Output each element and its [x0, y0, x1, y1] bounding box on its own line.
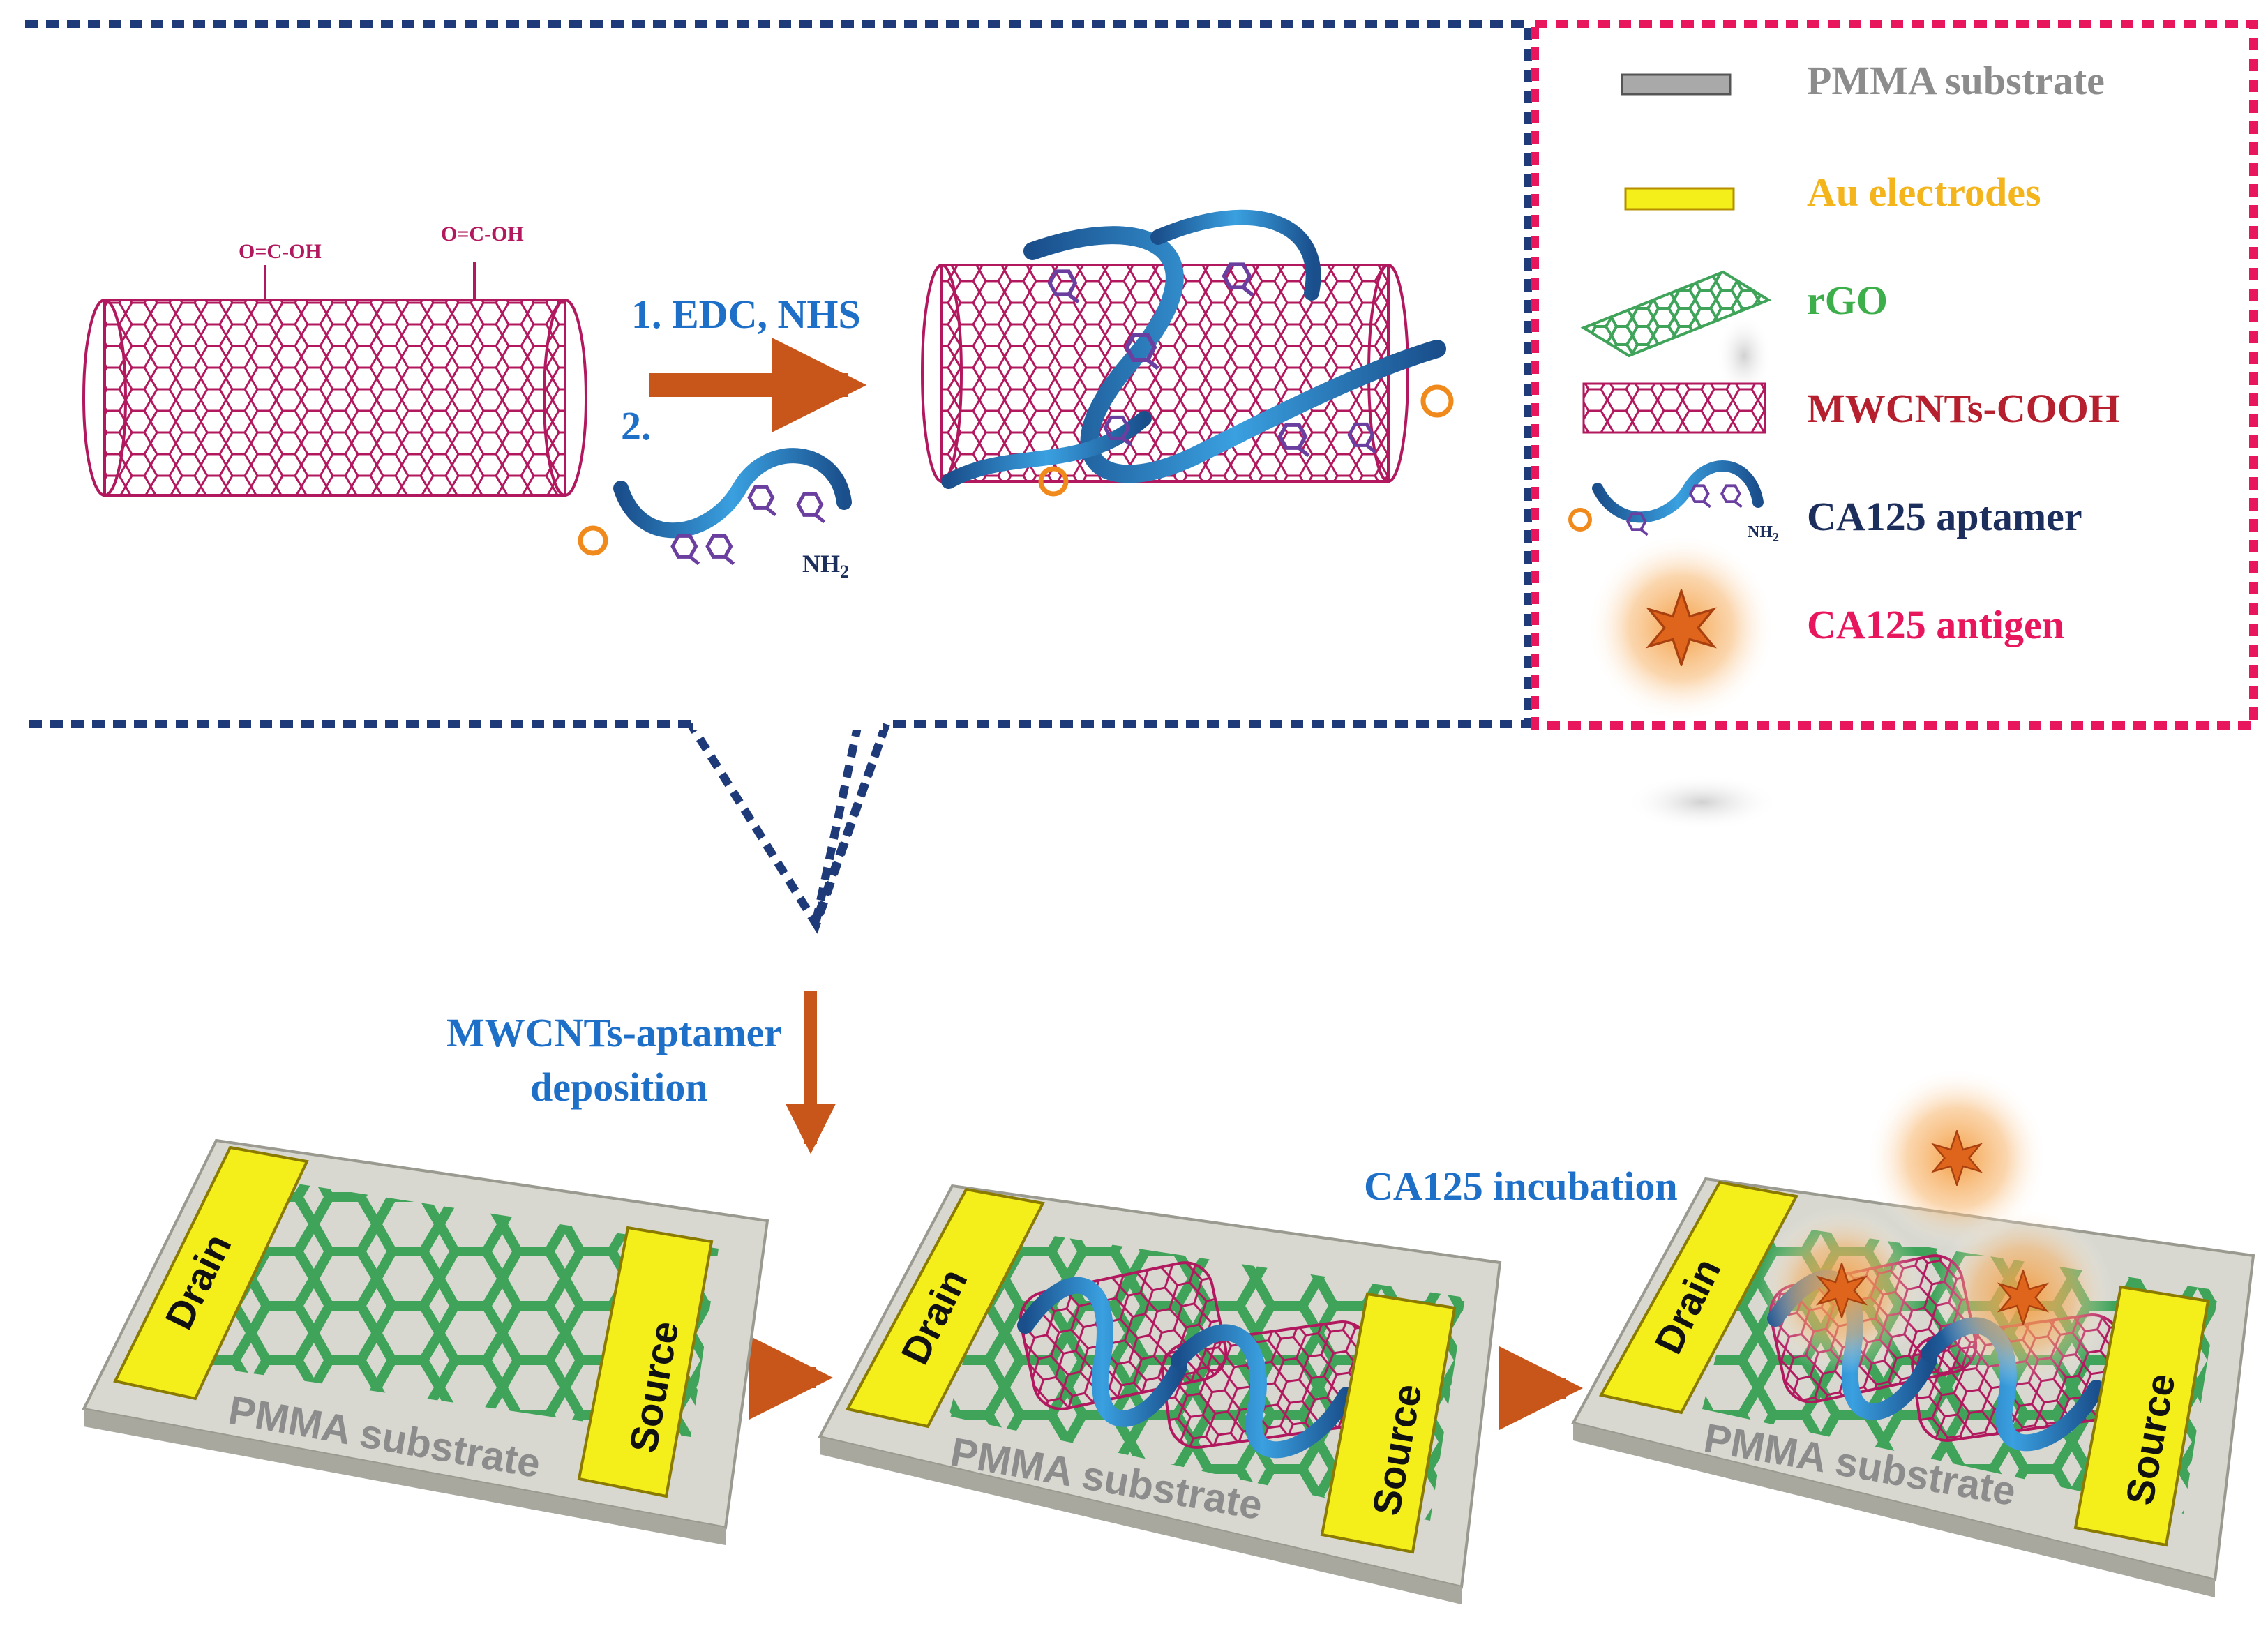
aptamer-icon [578, 448, 852, 564]
free-antigen-icon [1866, 1067, 2048, 1249]
deposition-label-line2: deposition [530, 1064, 708, 1110]
callout-pointer [686, 721, 890, 934]
source-electrode [1320, 1292, 1457, 1554]
nanotube-legend-icon [1582, 382, 1766, 434]
source-electrode [2073, 1285, 2210, 1547]
bound-antigen-icon [1758, 1207, 2114, 1388]
nanotube-icon [82, 262, 587, 497]
step-1-label: 1. EDC, NHS [631, 292, 861, 337]
source-electrode [577, 1226, 714, 1498]
device-incubated: Drain Source PMMA substrate [1571, 1067, 2255, 1597]
step-2-label: 2. [621, 403, 652, 449]
electrode-icon [1624, 187, 1735, 211]
legend-label-aptamer: CA125 aptamer [1807, 494, 2082, 539]
drain-electrode [1598, 1180, 1799, 1415]
drain-electrode [845, 1187, 1046, 1429]
legend-label-pmma: PMMA substrate [1807, 58, 2105, 103]
legend-label-au: Au electrodes [1807, 170, 2041, 215]
cooh-label-2: O=C-OH [441, 223, 524, 246]
functionalized-nanotube-icon [921, 209, 1454, 497]
device-functionalized: Drain Source PMMA substrate [818, 1184, 1502, 1604]
substrate-icon [1621, 73, 1732, 96]
graphene-icon [1580, 270, 1772, 358]
antigen-star-icon [1587, 534, 1775, 722]
nh2-label: NH2 [802, 550, 849, 582]
legend-nh2: NH2 [1748, 523, 1779, 544]
legend-label-antigen: CA125 antigen [1807, 602, 2064, 647]
legend-frame [1531, 20, 2258, 730]
device-bare: Drain Source PMMA substrate [82, 1138, 769, 1545]
aptamer-legend-icon [1568, 460, 1764, 536]
legend-label-rgo: rGO [1807, 278, 1888, 323]
drain-electrode [113, 1145, 309, 1401]
legend-label-mwcnt: MWCNTs-COOH [1807, 386, 2120, 431]
incubation-label: CA125 incubation [1364, 1164, 1678, 1209]
deposition-label-line1: MWCNTs-aptamer [446, 1010, 782, 1055]
cooh-label-1: O=C-OH [239, 240, 322, 263]
